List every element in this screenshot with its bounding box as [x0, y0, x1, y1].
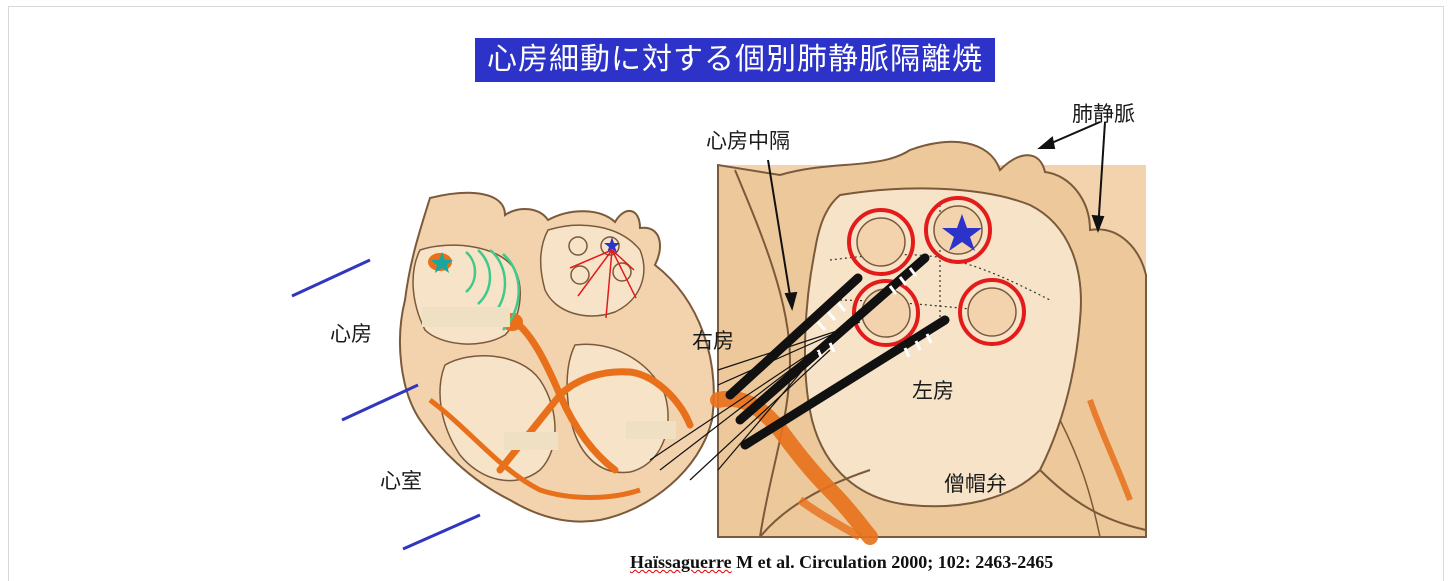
- label-pulmonary-veins: 肺静脈: [1072, 98, 1135, 128]
- label-atrium: 心房: [330, 318, 372, 348]
- left-atrium-chamber: [541, 225, 644, 316]
- label-atrial-septum: 心房中隔: [706, 125, 790, 155]
- heart-illustration: [400, 193, 714, 522]
- label-mitral-valve: 僧帽弁: [944, 468, 1007, 498]
- citation-author: Haïssaguerre: [630, 552, 732, 572]
- label-ventricle: 心室: [380, 465, 422, 495]
- label-left-atrium: 左房: [912, 375, 954, 405]
- label-right-atrium: 右房: [692, 325, 734, 355]
- left-atrium-closeup: [718, 122, 1146, 537]
- citation-source: M et al. Circulation 2000; 102: 2463-246…: [732, 552, 1054, 572]
- citation: Haïssaguerre M et al. Circulation 2000; …: [630, 552, 1053, 573]
